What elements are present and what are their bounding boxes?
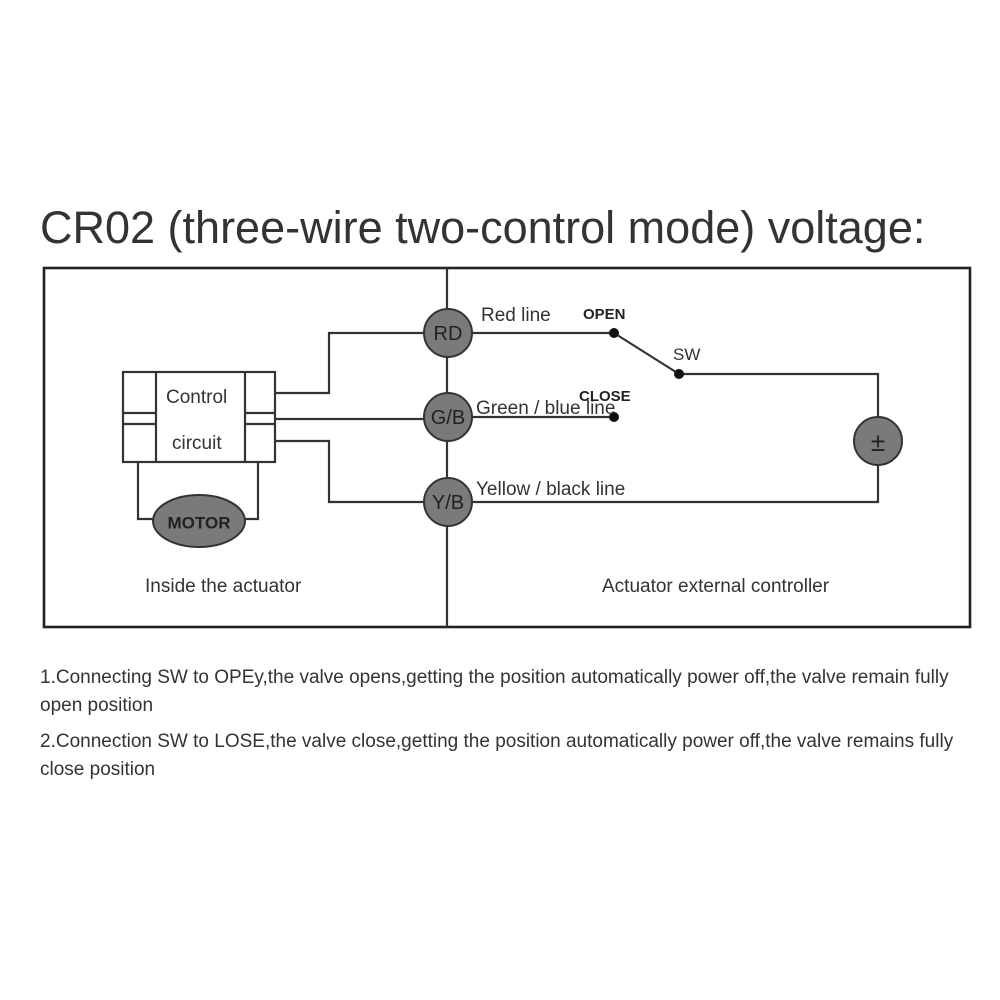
red-line-label: Red line	[481, 305, 551, 326]
instruction-close: 2.Connection SW to LOSE,the valve close,…	[40, 731, 954, 780]
motor-lead-right	[244, 462, 260, 521]
close-label: CLOSE	[579, 388, 631, 405]
switch-pivot	[674, 369, 684, 379]
motor-label: MOTOR	[168, 514, 231, 533]
green-blue-line-label: Green / blue line	[476, 398, 615, 419]
terminal-rd	[423, 308, 473, 358]
motor-lead-left	[136, 462, 153, 521]
red-wire-internal	[275, 331, 424, 395]
power-source	[853, 416, 903, 466]
page-title: CR02 (three-wire two-control mode) volta…	[40, 202, 926, 253]
inside-actuator-label: Inside the actuator	[145, 576, 302, 597]
close-contact	[609, 412, 619, 422]
diagram-frame	[42, 266, 972, 629]
terminal-yb	[423, 477, 473, 527]
open-label: OPEN	[583, 306, 626, 323]
power-symbol-icon: ±	[871, 427, 885, 457]
instruction-open: 1.Connecting SW to OPEy,the valve opens,…	[40, 667, 949, 716]
external-controller-label: Actuator external controller	[602, 576, 830, 597]
control-label: Control	[166, 387, 227, 408]
open-contact	[609, 328, 619, 338]
yellow-black-line-label: Yellow / black line	[476, 479, 625, 500]
terminal-gb-label: G/B	[431, 407, 465, 429]
yellow-black-wire-external	[472, 465, 880, 504]
switch-blade	[613, 332, 680, 375]
motor	[152, 494, 246, 548]
instructions-list: 1.Connecting SW to OPEy,the valve opens,…	[40, 664, 970, 792]
sw-label: SW	[673, 345, 700, 364]
terminal-gb	[423, 392, 473, 442]
terminal-rd-label: RD	[434, 323, 463, 345]
switch-common-wire	[679, 372, 880, 417]
terminal-yb-label: Y/B	[432, 492, 464, 514]
yellow-black-wire-internal	[275, 439, 424, 504]
circuit-label: circuit	[172, 433, 222, 454]
control-circuit-box	[121, 370, 277, 464]
